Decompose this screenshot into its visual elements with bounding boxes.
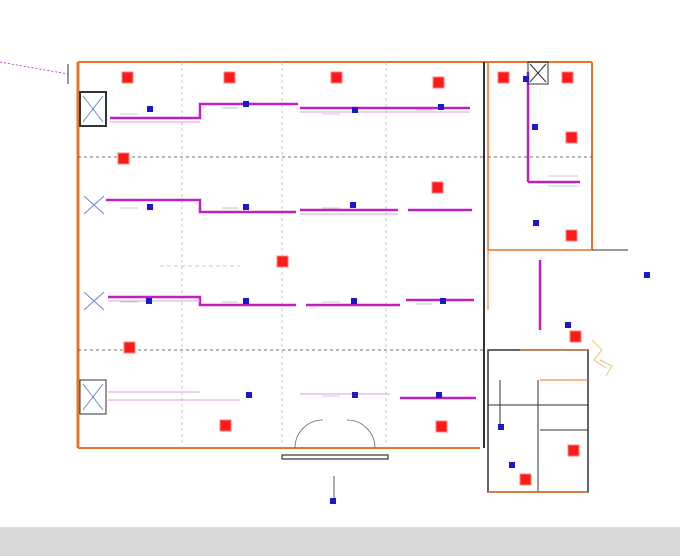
duct-branches — [108, 111, 470, 401]
air-handler-icon — [79, 61, 549, 415]
footer-bar — [0, 527, 680, 556]
door-swing-icon — [281, 419, 389, 504]
leader-line — [0, 61, 69, 75]
annotation-marks — [120, 107, 578, 397]
building-outline — [76, 61, 628, 493]
sprinkler-head-icon — [146, 76, 650, 468]
floor-plan — [0, 61, 650, 504]
drawing-viewer[interactable] — [0, 0, 680, 527]
duct-runs — [106, 72, 580, 400]
stair-fixtures — [591, 339, 613, 377]
smoke-detector-icon — [117, 71, 582, 486]
structural-grid — [78, 62, 592, 448]
fan-symbols — [83, 195, 105, 311]
